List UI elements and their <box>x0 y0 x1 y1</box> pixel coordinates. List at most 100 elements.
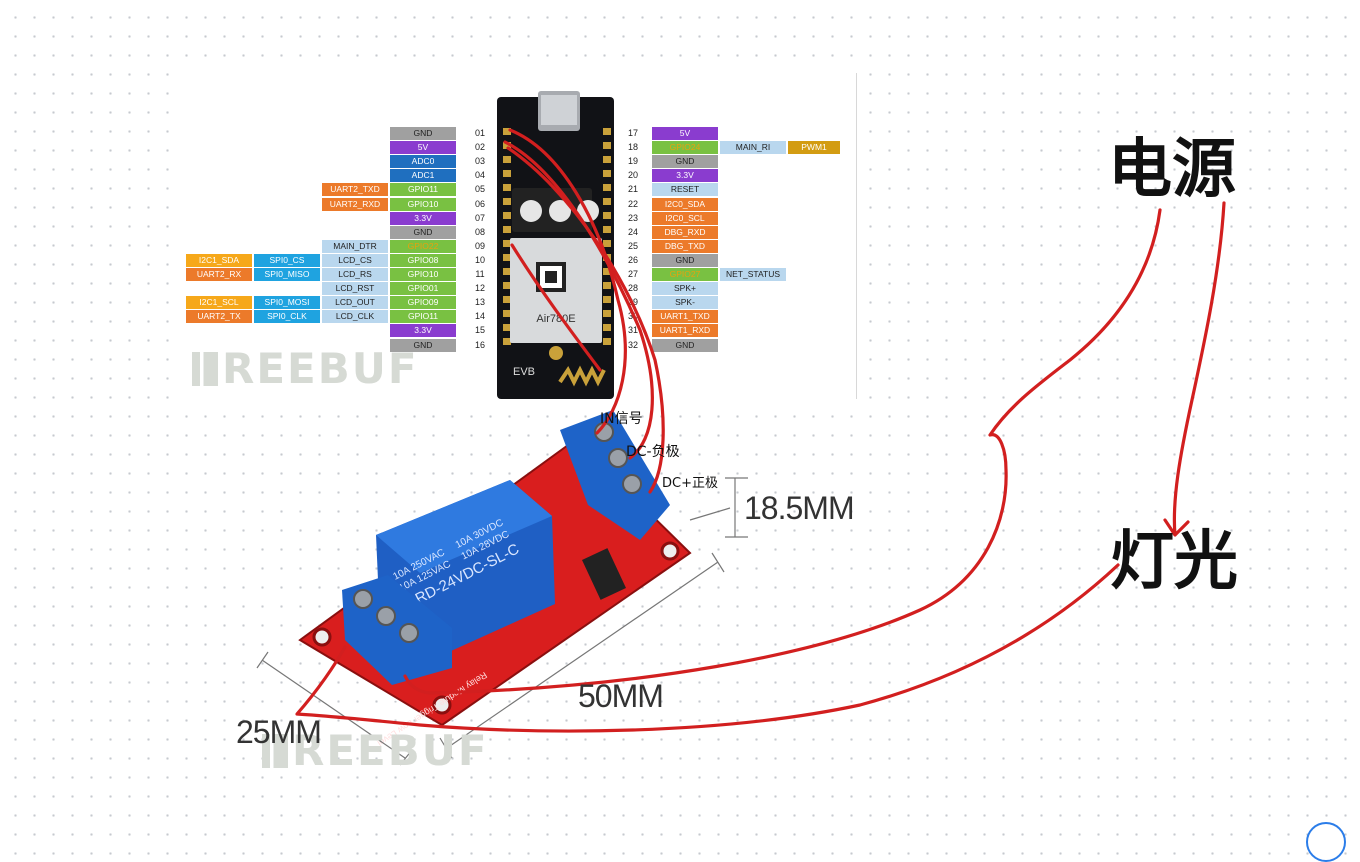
board-pad <box>503 254 511 261</box>
board-pad <box>503 142 511 149</box>
pin-alt-function: UART2_TXD <box>322 183 388 197</box>
pin-alt-function: UART2_RX <box>186 268 252 281</box>
pin-number-right: 20 <box>627 170 638 181</box>
dc-positive-label: DC+正极 <box>662 476 718 491</box>
board-pad <box>503 324 511 331</box>
dimension-lines <box>256 477 748 766</box>
diagram-artwork: Air780E EVB 10A 250VAC 10A 125VAC 10A 30… <box>256 91 1226 766</box>
dev-board: Air780E EVB <box>497 91 614 399</box>
board-pad <box>603 198 611 205</box>
pin-number-left: 11 <box>475 269 485 279</box>
board-pad <box>503 184 511 191</box>
board-pad <box>503 296 511 303</box>
board-pin-pads <box>503 128 611 345</box>
pin-number-left: 08 <box>474 226 485 237</box>
pin-name-left: GPIO22 <box>390 239 456 253</box>
pin-name-right: I2C0_SCL <box>652 211 718 225</box>
board-pad <box>503 338 511 345</box>
pin-name-right: 5V <box>652 127 718 140</box>
pin-number-right: 32 <box>627 339 638 350</box>
pin-name-right: GND <box>652 155 718 169</box>
pin-name-right: GPIO24 <box>652 141 718 155</box>
pin-name-right: DBG_RXD <box>652 225 718 239</box>
wire-dc-negative <box>503 140 654 460</box>
pin-number-right: 18 <box>627 142 638 153</box>
pin-number-right: 27 <box>627 269 638 279</box>
pin-alt-function: LCD_CLK <box>322 310 388 324</box>
pin-name-left: GPIO01 <box>390 282 456 296</box>
dc-negative-label: DC-负极 <box>626 444 680 460</box>
wire-dc-positive <box>506 146 665 494</box>
pin-name-right: DBG_TXD <box>652 239 718 253</box>
pin-alt-function: LCD_OUT <box>322 296 388 310</box>
board-pad <box>603 226 611 233</box>
in-signal-label: IN信号 <box>600 411 643 427</box>
pin-name-left: GPIO11 <box>390 183 456 197</box>
wire-light-to-relay <box>295 563 1120 733</box>
pin-name-right: SPK- <box>652 296 718 310</box>
board-pad <box>503 198 511 205</box>
pin-name-right: UART1_TXD <box>652 310 718 324</box>
board-pad <box>503 212 511 219</box>
pin-alt-function: NET_STATUS <box>720 268 786 281</box>
pin-alt-function: LCD_RST <box>322 282 388 296</box>
pin-number-right: 28 <box>627 283 638 294</box>
dimension-height: 18.5MM <box>744 490 855 526</box>
pin-number-left: 09 <box>474 240 485 251</box>
dimension-width: 25MM <box>236 714 322 750</box>
pin-number-left: 04 <box>474 170 485 181</box>
pin-number-left: 07 <box>474 212 485 223</box>
light-label: 灯光 <box>1110 525 1238 599</box>
pin-number-left: 14 <box>474 311 485 322</box>
pin-name-right: 3.3V <box>652 169 718 183</box>
pin-number-right: 21 <box>627 184 638 195</box>
board-pad <box>603 212 611 219</box>
board-pad <box>603 324 611 331</box>
chip-label: Air780E <box>536 313 575 325</box>
wire-power-to-relay <box>403 208 1162 695</box>
board-pad <box>503 226 511 233</box>
pin-number-right: 19 <box>627 156 638 167</box>
board-pad <box>603 128 611 135</box>
pin-number-right: 22 <box>627 198 638 209</box>
dimension-length: 50MM <box>578 678 664 714</box>
reset-button <box>549 200 571 222</box>
pin-number-left: 03 <box>474 156 485 167</box>
pin-number-right: 25 <box>627 240 638 251</box>
board-pad <box>603 296 611 303</box>
pin-name-left: GND <box>390 127 456 140</box>
pin-name-right: UART1_RXD <box>652 324 718 338</box>
board-pad <box>503 128 511 135</box>
pin-name-left: GPIO09 <box>390 296 456 310</box>
pin-alt-function: UART2_TX <box>186 310 252 324</box>
help-fab-button[interactable] <box>1306 822 1346 862</box>
board-pad <box>603 240 611 247</box>
pin-alt-function: LCD_RS <box>322 268 388 281</box>
pin-number-left: 13 <box>474 297 485 308</box>
board-pad <box>503 240 511 247</box>
wires <box>295 128 1226 733</box>
power-label: 电源 <box>1108 133 1236 207</box>
board-pad <box>603 156 611 163</box>
boot-button <box>520 200 542 222</box>
board-label: EVB <box>513 366 535 378</box>
wire-power-to-light <box>1163 201 1226 537</box>
board-pad <box>603 142 611 149</box>
pin-name-left: 3.3V <box>390 211 456 225</box>
pin-alt-function: UART2_RXD <box>322 197 388 211</box>
pin-number-left: 10 <box>474 254 485 265</box>
pin-number-left: 16 <box>474 339 485 350</box>
pin-name-left: 5V <box>390 141 456 155</box>
pin-alt-function: I2C1_SDA <box>186 253 252 267</box>
wire-gpio <box>510 243 602 372</box>
pin-number-left: 12 <box>474 283 485 294</box>
pin-alt-function: SPI0_CS <box>254 253 320 267</box>
pin-number-left: 01 <box>474 128 485 138</box>
pin-number-right: 26 <box>627 254 638 265</box>
pin-name-right: GPIO27 <box>652 268 718 281</box>
pin-name-left: GPIO11 <box>390 310 456 324</box>
pin-name-right: GND <box>652 253 718 267</box>
pin-name-left: GND <box>390 338 456 352</box>
input-terminal-block <box>560 410 670 540</box>
